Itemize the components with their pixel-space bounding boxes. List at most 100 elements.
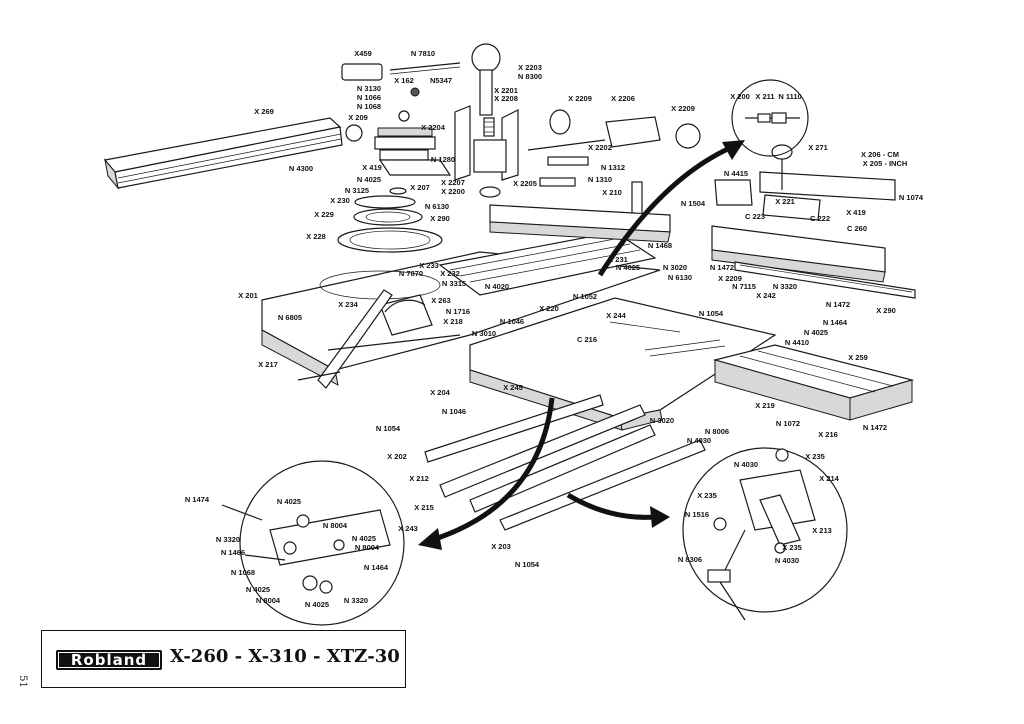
part-label: N 8004 — [323, 521, 348, 530]
part-label: N 8006 — [705, 427, 729, 436]
robland-logo: Robland — [56, 650, 162, 670]
part-label: X 221 — [775, 197, 795, 206]
sliding-table-c216 — [469, 297, 777, 431]
part-label: X 211 — [755, 92, 774, 101]
part-label: N 1716 — [446, 307, 470, 316]
part-label: X 206 - CM — [861, 150, 899, 159]
part-label: N 1466 — [221, 548, 245, 557]
part-label: X 210 — [602, 188, 622, 197]
detail-circle-bottom-left — [221, 460, 405, 626]
part-label: N 4410 — [785, 338, 809, 347]
part-label: N 1472 — [863, 423, 887, 432]
part-label: N 4025 — [352, 534, 376, 543]
part-label: X 207 — [410, 183, 430, 192]
part-label: X 419 — [362, 163, 382, 172]
part-label: X 214 — [819, 474, 839, 483]
part-label: N 4025 — [246, 585, 270, 594]
part-label: X 218 — [443, 317, 463, 326]
part-label: X 213 — [812, 526, 832, 535]
part-label: N 3010 — [472, 329, 496, 338]
mitre-gauge-x234 — [317, 289, 461, 389]
part-label: X 2201 — [494, 86, 518, 95]
part-label: N 1312 — [601, 163, 625, 172]
part-label: N 1110 — [778, 92, 801, 101]
part-label: N 1464 — [364, 563, 389, 572]
part-label: X 2204 — [421, 123, 446, 132]
part-label: N 6130 — [668, 273, 692, 282]
part-label: N 1310 — [588, 175, 612, 184]
detail-circle-top — [731, 79, 809, 157]
part-label: N5347 — [430, 76, 452, 85]
part-label: N 6130 — [425, 202, 449, 211]
part-label: X 235 — [805, 452, 825, 461]
part-label: X 263 — [431, 296, 451, 305]
extension-x259 — [712, 344, 915, 421]
part-label: C 260 — [847, 224, 867, 233]
page-number: 51 — [16, 675, 28, 688]
part-label: N 1068 — [231, 568, 255, 577]
part-label: N 4025 — [357, 175, 381, 184]
part-label: X 229 — [314, 210, 334, 219]
part-label: N 4025 — [804, 328, 828, 337]
part-label: X 2209 — [568, 94, 592, 103]
part-label: X 245 — [503, 383, 523, 392]
part-label: X 2200 — [441, 187, 465, 196]
part-label: X 242 — [756, 291, 776, 300]
part-label: X 269 — [254, 107, 274, 116]
part-label: N 1054 — [376, 424, 401, 433]
part-label: X 243 — [398, 524, 418, 533]
part-label: N 1474 — [185, 495, 210, 504]
part-label: X 244 — [606, 311, 626, 320]
shaft-x459 — [341, 62, 461, 81]
part-label: N 8004 — [355, 543, 380, 552]
part-label: N 1472 — [710, 263, 734, 272]
pillar-assembly — [454, 43, 519, 198]
part-label: N 3130 — [357, 84, 381, 93]
part-label: X 2209 — [671, 104, 695, 113]
part-label: N 4025 — [616, 263, 640, 272]
part-label: X459 — [354, 49, 372, 58]
part-label: X 2206 — [611, 94, 635, 103]
part-label: X 290 — [430, 214, 450, 223]
part-label: N 7810 — [411, 49, 435, 58]
part-label: N 3020 — [650, 416, 674, 425]
part-label: X 217 — [258, 360, 278, 369]
part-label: X 233 — [419, 261, 439, 270]
part-label: X 232 — [440, 269, 460, 278]
part-label: N 4300 — [289, 164, 313, 173]
part-label: N 4030 — [734, 460, 758, 469]
title-block: Robland X-260 - X-310 - XTZ-30 — [41, 630, 406, 688]
profile-rail-c260 — [711, 225, 916, 299]
model-title: X-260 - X-310 - XTZ-30 — [170, 646, 400, 667]
part-label: N 3125 — [345, 186, 369, 195]
part-label: N 1464 — [823, 318, 848, 327]
part-label: N 1066 — [357, 93, 381, 102]
part-label: C 222 — [810, 214, 830, 223]
part-label: C 223 — [745, 212, 765, 221]
part-label: N 8306 — [678, 555, 702, 564]
part-label: N 7115 — [732, 282, 756, 291]
sliding-carriage-assembly — [345, 87, 452, 176]
part-label: X 215 — [414, 503, 434, 512]
part-label: X 290 — [876, 306, 896, 315]
disc-stack — [337, 187, 443, 253]
part-label: N 1054 — [515, 560, 540, 569]
part-label: N 1046 — [500, 317, 524, 326]
part-label: N 1068 — [357, 102, 381, 111]
part-label: X 419 — [846, 208, 866, 217]
fence-x269 — [103, 117, 343, 190]
part-label: N 1046 — [442, 407, 466, 416]
part-label: X 202 — [387, 452, 407, 461]
lock-knob-block — [527, 109, 701, 223]
part-label: N 4025 — [277, 497, 301, 506]
part-label: N 1052 — [573, 292, 597, 301]
part-label: N 3320 — [344, 596, 368, 605]
part-label: N 8004 — [256, 596, 281, 605]
part-label: N 1472 — [826, 300, 850, 309]
part-label: N 3320 — [216, 535, 240, 544]
part-label: X 203 — [491, 542, 511, 551]
part-label: X 235 — [697, 491, 717, 500]
part-label: X 2209 — [718, 274, 742, 283]
